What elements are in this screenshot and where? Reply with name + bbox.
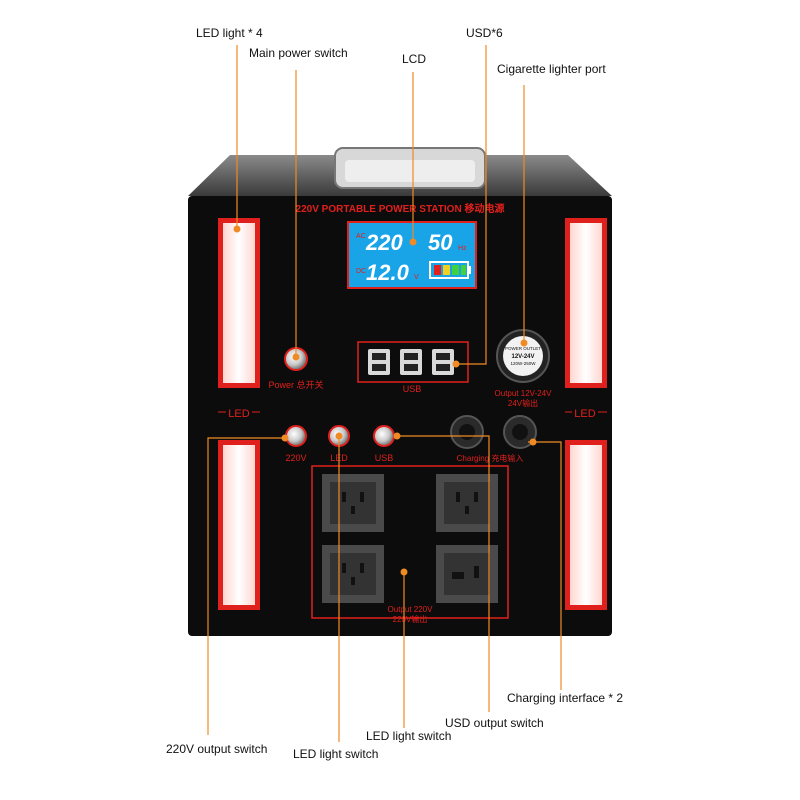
leader-usd <box>456 45 487 365</box>
callout-main-power-switch: Main power switch <box>249 46 348 60</box>
usb-port-group-3[interactable] <box>432 349 454 375</box>
ac-outlet-3[interactable] <box>322 545 384 603</box>
usb-port-group-2[interactable] <box>400 349 422 375</box>
ac-outlet-4[interactable] <box>436 545 498 603</box>
cigarette-lighter-port[interactable]: POWER OUTLET 12V-24V 120W-250W <box>496 329 550 383</box>
ac-outlet-panel: Output 220V 220V输出 <box>311 465 509 624</box>
device-title: 220V PORTABLE POWER STATION 移动电源 <box>296 202 505 215</box>
battery-icon <box>429 261 471 279</box>
led-side-label-right: LED <box>574 408 595 420</box>
lcd-dc-value: 12.0 <box>366 260 410 285</box>
dot-cigarette-lighter <box>520 339 528 347</box>
device-top-housing <box>188 147 612 196</box>
callout-led-light-switch-a: LED light switch <box>366 729 452 743</box>
dot-220v-output-switch <box>281 434 289 442</box>
front-panel <box>188 196 612 636</box>
cig-output-label-2: 24V输出 <box>508 398 538 408</box>
dot-usd-output-switch <box>393 432 401 440</box>
leader-220v-output-switch <box>207 437 287 735</box>
led-strip-bottom-right <box>565 440 607 610</box>
leader-charging-interface <box>528 441 562 690</box>
callout-led-light-4: LED light * 4 <box>196 26 263 40</box>
charging-port-1[interactable] <box>450 415 484 449</box>
callout-usd-output-switch: USD output switch <box>445 716 544 730</box>
lcd-ac-value: 220 <box>365 230 403 255</box>
power-label: Power 总开关 <box>268 379 323 390</box>
led-strip-top-right <box>565 218 607 388</box>
switch-220v-label: 220V <box>285 453 306 463</box>
usb-panel: USB <box>357 341 469 394</box>
led-side-label-left: LED <box>228 408 249 420</box>
dot-led-light <box>233 225 241 233</box>
lcd-hz-unit: Hz <box>458 245 467 252</box>
dot-charging <box>529 438 537 446</box>
cig-cap-text-1: POWER OUTLET <box>505 346 541 351</box>
dot-usd <box>452 360 460 368</box>
cig-output-label-1: Output 12V-24V <box>495 389 553 398</box>
dot-led-light-switch-a <box>400 568 408 576</box>
ac-outlet-2[interactable] <box>436 474 498 532</box>
callout-usd-6: USD*6 <box>466 26 503 40</box>
callout-charging-interface-2: Charging interface * 2 <box>507 691 624 705</box>
usb-panel-label: USB <box>403 384 422 394</box>
callout-cigarette-lighter-port: Cigarette lighter port <box>497 62 606 76</box>
callout-led-light-switch-b: LED light switch <box>293 747 379 761</box>
lcd-dc-tag: DC <box>356 268 366 275</box>
callout-220v-output-switch: 220V output switch <box>166 742 268 756</box>
dot-lcd <box>409 238 417 246</box>
dot-main-power <box>292 353 300 361</box>
led-strip-top-left <box>218 218 260 388</box>
output-220v-label-1: Output 220V <box>388 605 434 614</box>
charging-port-2[interactable] <box>503 415 537 449</box>
dot-led-light-switch-b <box>335 432 343 440</box>
leader-usd-output-switch <box>397 435 490 712</box>
switch-usb-label: USB <box>375 453 394 463</box>
ac-outlet-1[interactable] <box>322 474 384 532</box>
usb-port-group-1[interactable] <box>368 349 390 375</box>
lcd-v-unit: V <box>414 274 419 281</box>
lcd-hz-value: 50 <box>428 230 453 255</box>
output-220v-label-2: 220V输出 <box>393 614 428 624</box>
lcd-ac-tag: AC <box>356 233 366 240</box>
lcd-display: AC 220 50 Hz DC 12.0 V <box>347 221 477 289</box>
cig-cap-text-2: 12V-24V <box>511 354 534 360</box>
led-strip-bottom-left <box>218 440 260 610</box>
cig-cap-text-3: 120W-250W <box>511 361 537 366</box>
charging-label: Charging 充电输入 <box>457 453 524 463</box>
callout-lcd: LCD <box>402 52 427 66</box>
